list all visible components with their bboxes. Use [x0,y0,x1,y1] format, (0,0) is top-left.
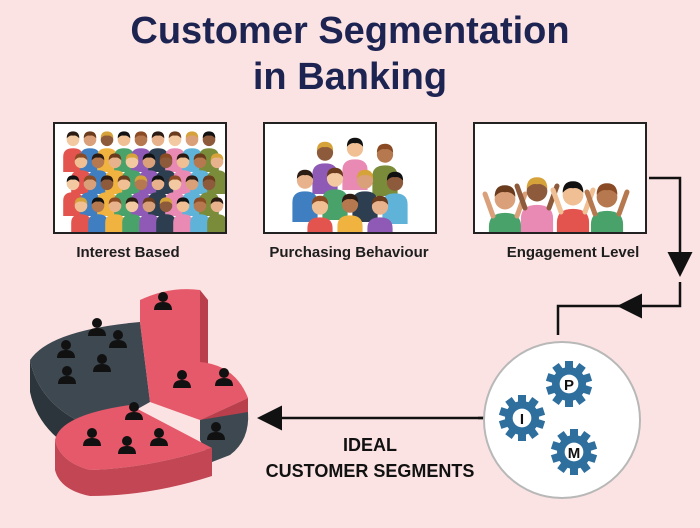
page-title: Customer Segmentation in Banking [0,8,700,100]
person-figure [352,169,378,222]
person-figure [488,185,522,232]
connector-line [556,282,682,335]
segment-label-engagement: Engagement Level [506,244,640,261]
person-figure [173,197,193,232]
gear-icon [498,395,546,441]
gear-icon [550,429,598,475]
gear-icon [545,361,593,407]
crowd-illustration [63,131,225,232]
gears-circle: P I M [483,341,641,499]
person-figure [520,177,554,232]
person-figure [105,197,125,232]
gear-letter-m: M [568,445,581,462]
person-figure [207,197,225,232]
person-figure [590,183,624,232]
title-line-2: in Banking [252,56,448,98]
gear-letter-p: P [564,377,574,394]
segment-card-purchasing [263,122,437,234]
ideal-segments-label: IDEAL CUSTOMER SEGMENTS [250,432,490,484]
person-figure [122,197,142,232]
segment-card-interest [53,122,227,234]
ideal-line-2: CUSTOMER SEGMENTS [265,461,475,481]
group-illustration [292,137,408,232]
person-figure [382,171,408,224]
segment-card-engagement [473,122,647,234]
person-figure [556,181,590,232]
person-figure [292,169,318,222]
connector-arrow-down [649,176,693,277]
person-figure [156,197,176,232]
gear-letter-i: I [520,411,524,428]
person-figure [307,195,333,232]
person-figure [139,197,159,232]
title-line-1: Customer Segmentation [130,10,570,52]
person-figure [71,197,91,232]
ideal-line-1: IDEAL [343,435,397,455]
person-figure [337,193,363,232]
segment-label-purchasing: Purchasing Behaviour [269,244,429,261]
person-figure [322,167,348,220]
segment-label-interest: Interest Based [76,244,180,261]
person-figure [88,197,108,232]
person-figure [190,197,210,232]
person-figure [367,195,393,232]
cheering-illustration [482,177,630,232]
segment-pie-chart [30,289,249,496]
